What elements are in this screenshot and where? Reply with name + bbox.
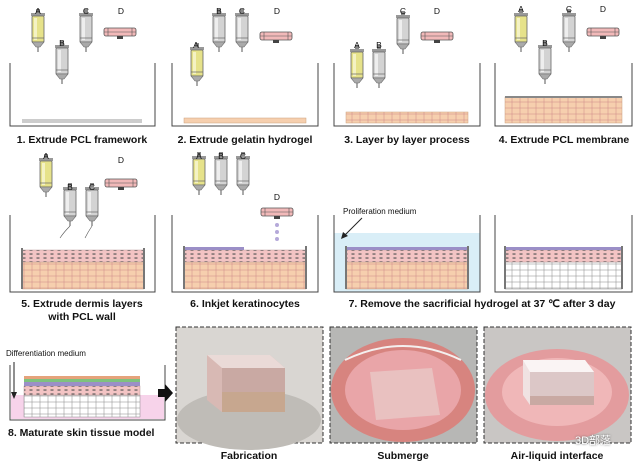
label-b: B [218,151,224,161]
keratinocyte-layer [184,247,244,250]
step-6-caption: 6. Inkjet keratinocytes [190,298,300,310]
stratum-layer-orange [24,376,140,379]
panel-6: A B C D [171,151,319,293]
panel-7-removed [494,215,633,293]
label-d: D [118,6,124,16]
well-4 [494,63,633,127]
well-3 [333,63,481,127]
arrow-head-icon [11,392,17,399]
step-5-caption: 5. Extrude dermis layers [21,298,143,310]
proliferation-medium-label: Proliferation medium [343,207,417,216]
gelatin-layer-2 [183,117,307,124]
photo-air-liquid [483,326,632,444]
differentiation-medium-label: Differentiation medium [6,349,86,358]
pcl-membrane-4 [505,96,622,98]
photo-submerge [329,326,478,444]
label-c: C [89,182,95,192]
photo-fabrication [175,326,324,450]
watermark: 3D部落 [575,435,612,447]
panel-5: A B C D [9,151,156,293]
inkjet-d-icon [586,27,620,40]
removed-hydrogel-scaffold [504,261,623,290]
label-a: A [354,40,360,50]
pcl-wall-right [143,248,145,289]
well-1 [9,63,156,127]
panel-7-proliferation: Proliferation medium [333,207,481,293]
panel-8: Differentiation medium [6,349,166,421]
pcl-framework-1 [22,119,142,123]
label-b: B [542,38,548,48]
label-d: D [600,4,606,14]
syringe-a-icon [349,44,365,89]
label-c: C [83,6,89,16]
photo-label-air-liquid: Air-liquid interface [510,450,604,462]
label-b: B [59,38,65,48]
syringe-c-icon [395,10,411,55]
inkjet-d-icon [259,31,293,44]
photo-label-fabrication: Fabrication [220,450,278,462]
step-3-caption: 3. Layer by layer process [344,134,470,146]
step-8-caption: 8. Maturate skin tissue model [8,427,155,439]
label-a: A [35,6,41,16]
label-c: C [566,4,572,14]
syringe-a-icon [513,8,529,53]
panel-4: A B C D [494,4,633,127]
well-2 [171,63,319,127]
label-d: D [434,6,440,16]
label-a: A [193,40,199,50]
label-a: A [518,4,524,14]
label-d: D [274,6,280,16]
photo-label-submerge: Submerge [377,450,429,462]
stratum-layer-green [24,379,140,382]
step-4-caption: 4. Extrude PCL membrane [498,134,630,146]
panel-1: A B C D [9,6,156,127]
label-b: B [376,40,382,50]
arrow-line [343,217,363,237]
pcl-wall-left [21,248,23,289]
step-2-caption: 2. Extrude gelatin hydrogel [177,134,313,146]
label-a: A [43,151,49,161]
label-c: C [239,6,245,16]
label-a: A [196,151,202,161]
inkjet-droplets [275,223,279,241]
well-6 [171,215,319,293]
inkjet-d-icon [104,178,138,191]
label-b: B [67,182,73,192]
label-d: D [274,192,280,202]
label-c: C [400,6,406,16]
well-5 [9,215,156,293]
inkjet-d-icon [103,27,137,40]
panel-2: A B C D [171,6,319,127]
step-5-caption-line2: with PCL wall [48,311,116,323]
inkjet-d-icon [260,207,294,220]
right-arrow-icon [158,384,173,402]
panel-3: A B C D [333,6,481,127]
label-c: C [240,151,246,161]
syringe-c-icon [561,8,577,53]
step-1-caption: 1. Extrude PCL framework [16,134,148,146]
label-d: D [118,155,124,165]
arrow-head-icon [341,232,348,239]
label-b: B [216,6,222,16]
syringe-b-icon [371,44,387,89]
inkjet-d-icon [420,31,454,44]
step-7-caption: 7. Remove the sacrificial hydrogel at 37… [348,298,616,310]
